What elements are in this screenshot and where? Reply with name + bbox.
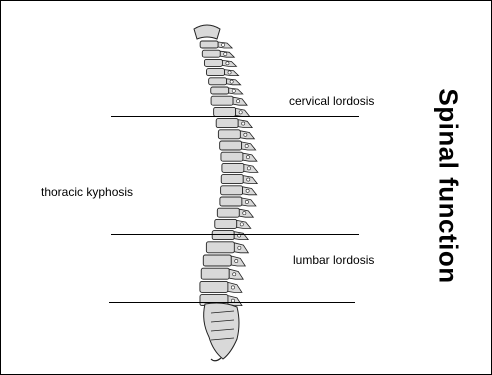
sacrum (204, 303, 239, 359)
vertebra (202, 50, 234, 57)
label-thoracic-kyphosis: thoracic kyphosis (41, 185, 133, 199)
vertebra (221, 175, 257, 184)
label-cervical-lordosis: cervical lordosis (289, 94, 374, 108)
vertebra (200, 41, 232, 48)
vertebra (211, 87, 243, 94)
vertebra (220, 197, 256, 206)
coccyx (211, 358, 221, 361)
vertebra (201, 268, 243, 279)
vertebra (220, 141, 256, 150)
vertebra (207, 69, 239, 76)
vertebra (212, 231, 248, 240)
vertebra (216, 119, 252, 128)
label-lumbar-lordosis: lumbar lordosis (293, 253, 374, 267)
vertebra (218, 130, 254, 139)
divider-line-cervical (111, 116, 359, 117)
vertebra (200, 281, 242, 292)
vertebra (206, 242, 248, 253)
divider-line-lumbar (109, 302, 355, 303)
vertebra (215, 219, 251, 228)
vertebra (204, 59, 236, 66)
vertebra (211, 96, 247, 105)
divider-line-thoracic (111, 234, 359, 235)
title-container: Spinal function (419, 41, 477, 331)
atlas-vertebra (194, 25, 220, 39)
vertebra (221, 186, 257, 195)
vertebra (221, 152, 257, 161)
vertebra (209, 78, 241, 85)
vertebra (222, 163, 258, 172)
vertebra (217, 208, 253, 217)
slide-title: Spinal function (433, 88, 464, 283)
vertebra (203, 255, 245, 266)
